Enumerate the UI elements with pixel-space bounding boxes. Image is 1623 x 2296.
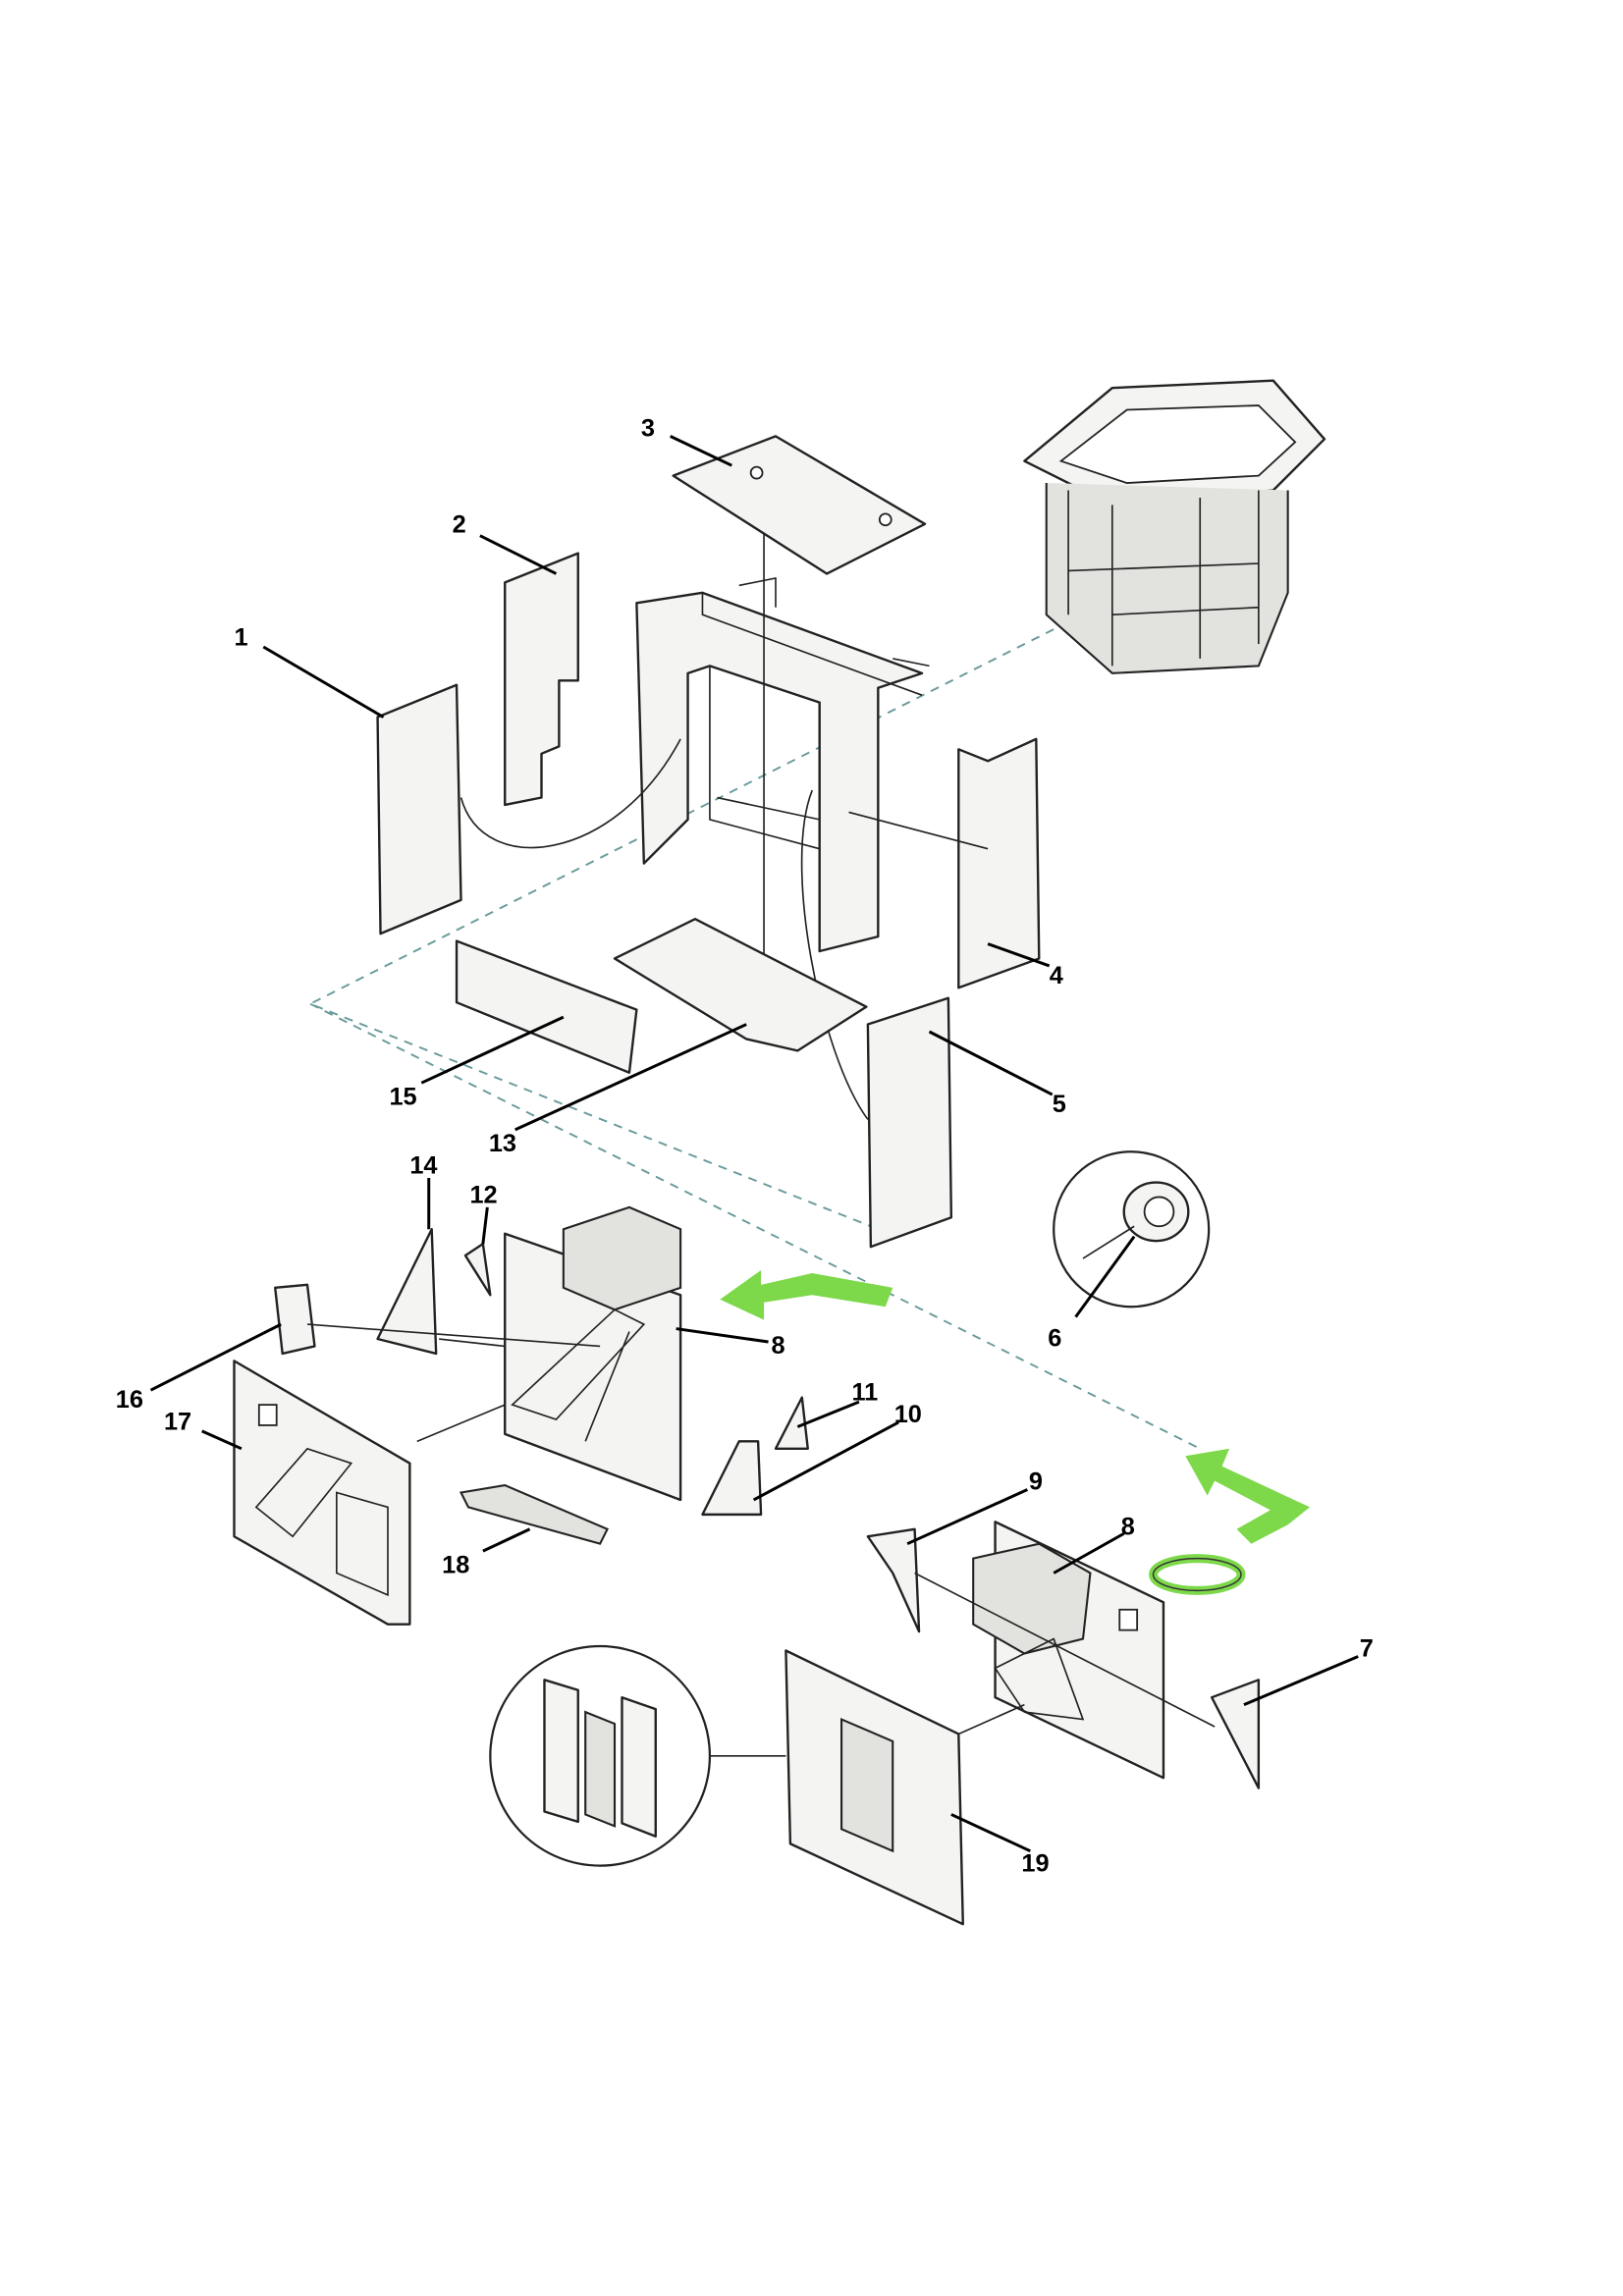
assembly-arrows: [720, 1269, 1311, 1595]
part-6-tape-detail: [1053, 1150, 1211, 1308]
leader-lines: [149, 435, 1359, 1853]
green-arrow-upright: [1185, 1448, 1311, 1544]
callout-labels: 1 2 3 4 5 6 7 8 8 9 10 11 12 13 14 15 16…: [116, 414, 1374, 1877]
callout-1: 1: [234, 624, 247, 652]
callout-4: 4: [1050, 962, 1063, 989]
callout-17: 17: [164, 1408, 191, 1435]
cab-frame: [1023, 379, 1326, 674]
part-7-gusset: [1210, 1679, 1261, 1789]
callout-16: 16: [116, 1386, 143, 1414]
callout-10: 10: [894, 1401, 922, 1428]
lower-right-assembly: [489, 1521, 1261, 1926]
callout-11: 11: [851, 1379, 878, 1407]
part-16-panel: [274, 1283, 316, 1356]
callout-9: 9: [1029, 1468, 1043, 1496]
part-10-gusset: [701, 1440, 763, 1517]
part-3-plate: [672, 435, 927, 575]
callout-8: 8: [772, 1332, 785, 1360]
part-12-gusset: [463, 1242, 492, 1297]
callout-18: 18: [442, 1551, 469, 1578]
callout-3: 3: [641, 414, 655, 442]
green-arrow-left: [720, 1269, 893, 1320]
part-4-panel: [957, 737, 1041, 989]
callout-14: 14: [409, 1152, 437, 1180]
callout-6: 6: [1048, 1324, 1061, 1352]
part-17-panel: [233, 1360, 411, 1626]
part-2-panel: [504, 552, 579, 807]
callout-15: 15: [389, 1084, 416, 1111]
rotate-icon: [1149, 1554, 1246, 1595]
part-5-panel: [866, 996, 953, 1249]
callout-19: 19: [1021, 1850, 1049, 1878]
lower-left-assembly: [233, 1205, 809, 1626]
callout-13: 13: [489, 1130, 516, 1157]
part-8-bracket: [562, 1205, 682, 1311]
callout-5: 5: [1053, 1091, 1066, 1118]
part-15-panel: [455, 939, 638, 1074]
part-18-rail: [459, 1483, 609, 1545]
part-1-panel: [376, 683, 462, 935]
callout-7: 7: [1360, 1634, 1374, 1662]
callout-2: 2: [453, 511, 466, 539]
callout-8-right: 8: [1121, 1514, 1135, 1541]
dashed-guides: [307, 628, 1201, 1450]
part-8-bracket-right: [972, 1542, 1092, 1655]
callout-12: 12: [469, 1181, 497, 1208]
part-13-floor: [613, 918, 868, 1052]
main-frame: [635, 534, 930, 1010]
part-9-gusset: [866, 1527, 921, 1633]
part-14-gusset: [376, 1228, 438, 1356]
